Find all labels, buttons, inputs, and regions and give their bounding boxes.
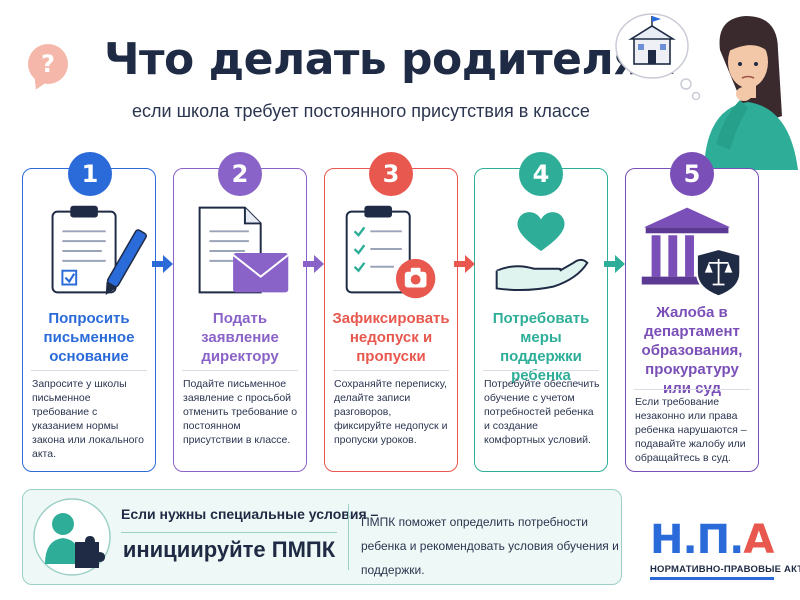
npa-logo-underline — [650, 577, 774, 580]
step-2-divider — [182, 370, 298, 371]
step-card-4: Потребовать меры поддержки ребенка Потре… — [474, 168, 608, 472]
document-envelope-icon — [198, 206, 289, 294]
step-4-title: Потребовать меры поддержки ребенка — [492, 310, 590, 384]
arrow-right-icon — [303, 255, 324, 273]
step-2-text: Подайте письменное заявление с просьбой … — [183, 378, 298, 446]
logo-letter-a: А — [743, 517, 774, 563]
page-title: Что делать родителям — [104, 34, 677, 85]
school-building-icon — [615, 13, 701, 101]
step-card-2: Подать заявление директору Подайте письм… — [173, 168, 307, 472]
step-5-text: Если требование незаконно или права ребе… — [635, 396, 747, 464]
npa-logo-letters: Н.П.А — [650, 517, 774, 563]
step-card-5: Жалоба в департамент образования, прокур… — [625, 168, 759, 472]
step-3-text: Сохраняйте переписку, делайте записи раз… — [334, 378, 448, 446]
step-2-number: 2 — [218, 152, 262, 196]
logo-letter-p: П. — [696, 517, 745, 563]
step-1-number: 1 — [68, 152, 112, 196]
step-5-title: Жалоба в департамент образования, прокур… — [641, 304, 743, 397]
logo-letter-n: Н. — [650, 517, 698, 563]
question-bubble-icon: ? — [28, 44, 68, 84]
step-3-divider — [333, 370, 449, 371]
pmpk-panel: Если нужны специальные условия – инициир… — [22, 489, 622, 585]
checklist-camera-icon — [345, 205, 436, 299]
arrow-right-icon — [454, 255, 475, 273]
step-3-number: 3 — [369, 152, 413, 196]
pmpk-line1: Если нужны специальные условия – — [121, 506, 379, 522]
step-5-divider — [634, 389, 750, 390]
thinking-woman-icon — [615, 13, 798, 170]
step-2-title: Подать заявление директору — [201, 310, 279, 365]
heart-hand-icon — [495, 212, 589, 292]
arrow-right-icon — [604, 255, 625, 273]
pmpk-description: ПМПК поможет определить потребности ребе… — [361, 515, 619, 577]
step-card-3: Зафиксировать недопуск и пропуски Сохран… — [324, 168, 458, 472]
pmpk-separator — [348, 504, 349, 570]
step-4-text: Потребуйте обеспечить обучение с учетом … — [484, 378, 600, 446]
step-1-divider — [31, 370, 147, 371]
step-5-number: 5 — [670, 152, 714, 196]
page-subtitle: если школа требует постоянного присутств… — [132, 101, 590, 121]
arrow-right-icon — [152, 255, 173, 273]
step-1-title: Попросить письменное основание — [43, 310, 135, 365]
step-card-1: Попросить письменное основание Запросите… — [22, 168, 156, 472]
step-4-divider — [483, 370, 599, 371]
person-puzzle-icon — [33, 498, 111, 576]
courthouse-shield-icon — [641, 207, 742, 298]
npa-logo: Н.П.А НОРМАТИВНО-ПРАВОВЫЕ АКТЫ — [646, 517, 800, 584]
clipboard-pen-icon — [51, 205, 147, 295]
step-1-text: Запросите у школы письменное требование … — [32, 378, 144, 460]
npa-logo-caption: НОРМАТИВНО-ПРАВОВЫЕ АКТЫ — [650, 564, 800, 575]
question-mark: ? — [41, 50, 55, 78]
step-4-number: 4 — [519, 152, 563, 196]
pmpk-line2: инициируйте ПМПК — [121, 532, 337, 563]
step-3-title: Зафиксировать недопуск и пропуски — [332, 310, 450, 365]
